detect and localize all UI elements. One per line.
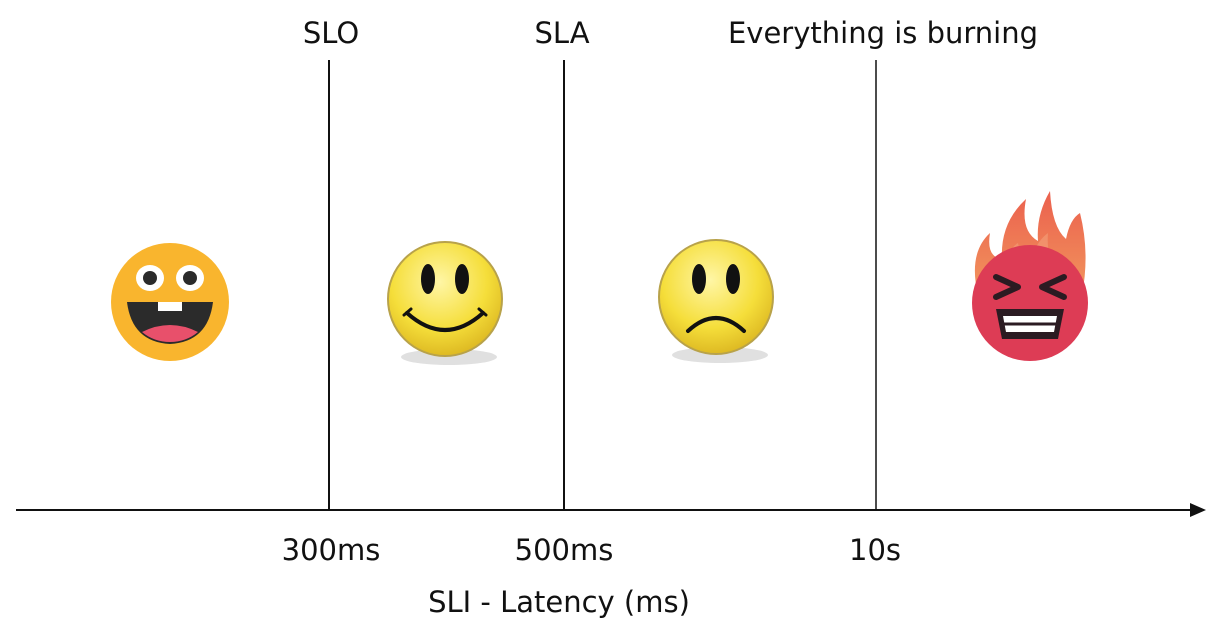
- smiling-face-icon: [387, 241, 503, 365]
- tick-label-500ms: 500ms: [514, 533, 614, 567]
- frowning-face-icon: [658, 239, 774, 363]
- threshold-label-slo: SLO: [302, 16, 360, 50]
- axis-label: SLI - Latency (ms): [428, 585, 690, 619]
- threshold-label-burning: Everything is burning: [727, 16, 1039, 50]
- tick-label-300ms: 300ms: [281, 533, 381, 567]
- threshold-label-sla: SLA: [534, 16, 590, 50]
- x-axis-arrow-icon: [1190, 503, 1206, 517]
- grinning-face-icon: [111, 243, 229, 361]
- angry-face-with-flames-icon: [972, 191, 1088, 361]
- tick-label-10s: 10s: [848, 533, 902, 567]
